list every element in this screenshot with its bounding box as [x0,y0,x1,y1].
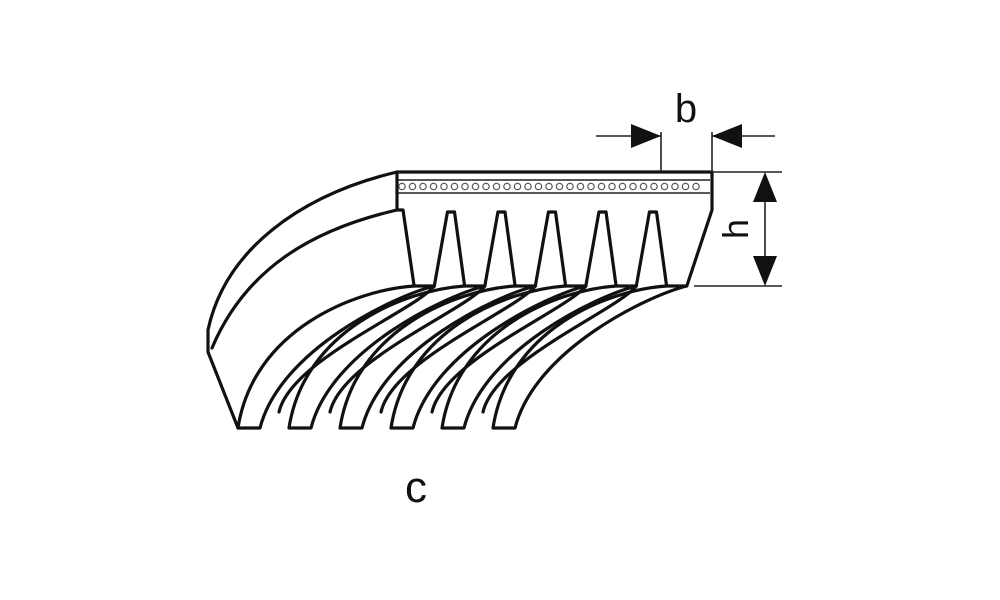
cord-dot [482,182,490,191]
cord-dot [545,182,553,191]
cord-dot [534,182,543,191]
cord-dot [398,182,406,191]
cord-dot [597,182,606,191]
cord-dot [461,182,469,191]
cord-dot [608,182,616,191]
rib-4 [389,284,588,430]
cord-dot [471,182,480,191]
cord-dot [450,182,459,191]
cord-dot [492,182,501,191]
cord-dot [671,182,679,191]
cord-dot [566,182,574,191]
belt-outer-back [206,170,714,430]
rib-valley-1 [277,284,436,414]
rib-2 [287,284,487,430]
label-h: h [715,219,756,239]
arrow-b-right [712,124,742,148]
belt-cross-section [395,170,714,288]
cord-dot [419,182,427,191]
cord-dot [660,182,669,191]
arrow-b-left [631,124,661,148]
cord-dot [629,182,637,191]
rib-valley-3 [379,284,537,414]
dimension-b: b [596,87,775,172]
cord-dot [503,182,511,191]
rib-3 [338,284,537,430]
cord-dot [681,182,690,191]
rib-valley-2 [328,284,487,414]
cord-dot [429,182,438,191]
cord-dot [524,182,532,191]
cord-dot [587,182,595,191]
rib-1 [236,284,436,430]
cord-dot [576,182,585,191]
cord-dot [639,182,648,191]
cord-dot [650,182,658,191]
arrow-h-bottom [753,256,777,286]
cord-dot [513,182,522,191]
arrow-h-top [753,172,777,202]
belt-ribs [236,284,689,430]
cord-dot [408,182,417,191]
cord-dot [440,182,448,191]
rib-valley-5 [481,284,638,414]
rib-5 [440,284,638,430]
caption-label: c [405,463,427,512]
cord-dot [618,182,627,191]
tension-cords [397,179,710,194]
cord-dot [555,182,564,191]
rib-6 [491,284,689,430]
dimension-h: h [694,171,782,287]
cord-dot [692,182,700,191]
rib-valley-4 [430,284,588,414]
label-b: b [675,87,697,131]
